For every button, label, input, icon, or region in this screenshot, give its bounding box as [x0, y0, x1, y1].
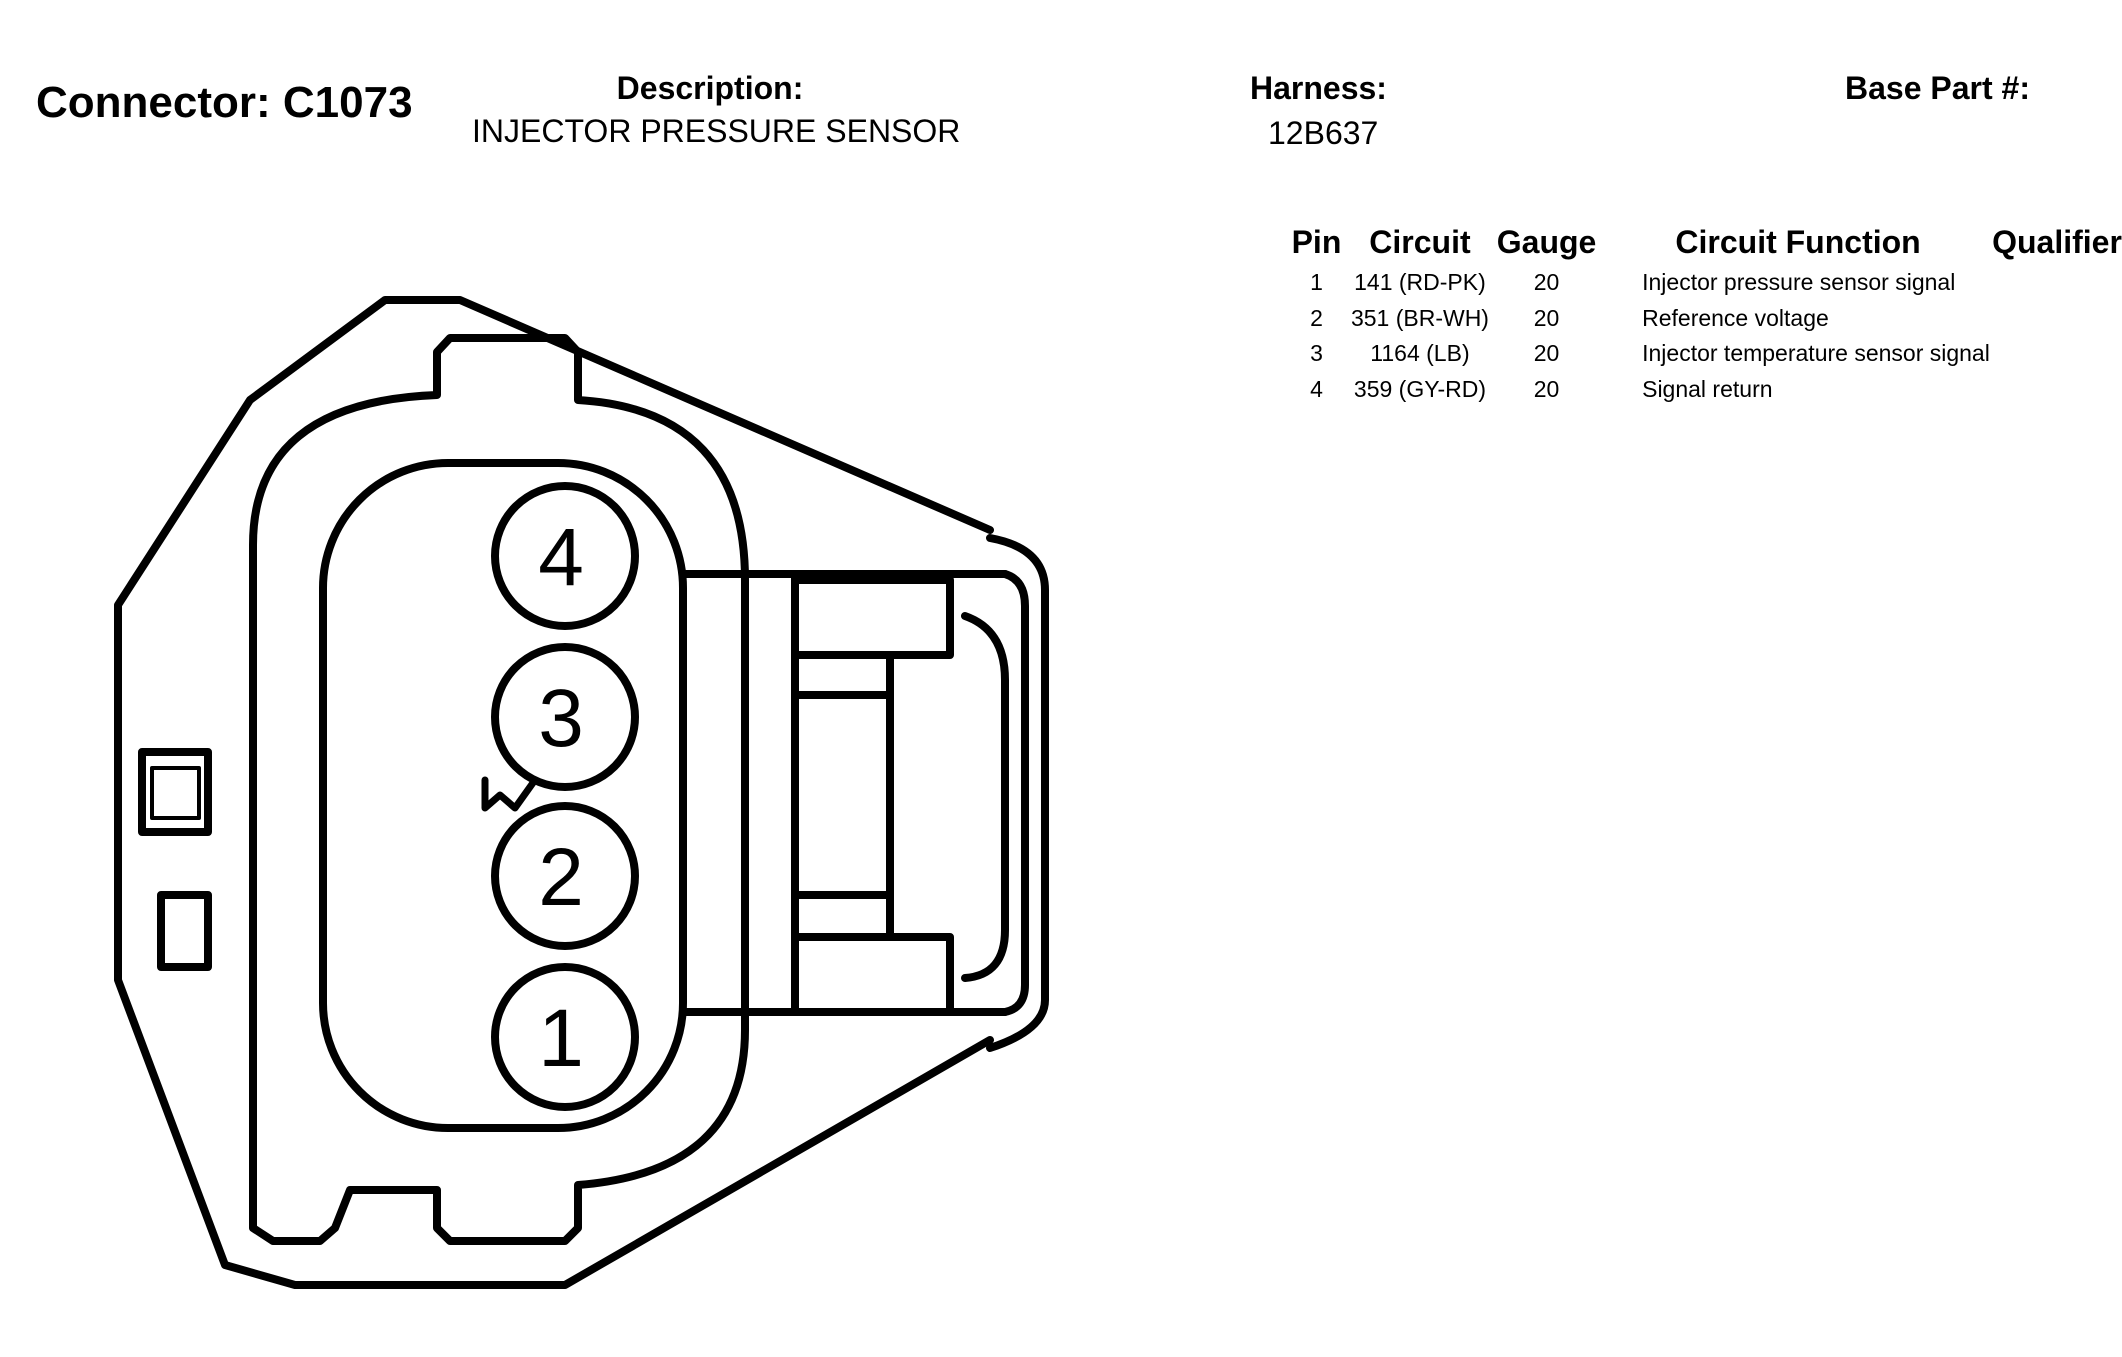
header-circuit-function: Circuit Function	[1675, 223, 1921, 260]
lock-tab-top-inner	[150, 766, 201, 820]
connector-inner-contour	[249, 334, 749, 1245]
table-row: 1 141 (RD-PK) 20 Injector pressure senso…	[1282, 265, 2122, 301]
pin-label-1: 1	[538, 993, 584, 1084]
function-cell: Injector temperature sensor signal	[1642, 340, 1990, 367]
pin-circles	[491, 482, 639, 1111]
pin-cell: 3	[1310, 340, 1323, 367]
latch-bottom-block	[791, 933, 954, 1016]
latch-middle-block	[791, 691, 894, 899]
pinout-table: Pin Circuit Gauge Circuit Function Quali…	[1282, 219, 2122, 407]
pin-cell: 2	[1310, 304, 1323, 331]
header-qualifier: Qualifier	[1992, 223, 2122, 260]
latch-top-block	[791, 576, 954, 659]
header-circuit: Circuit	[1369, 223, 1471, 260]
circuit-cell: 351 (BR-WH)	[1350, 304, 1489, 331]
function-cell: Reference voltage	[1642, 304, 1829, 331]
latch-arm	[961, 612, 1009, 982]
latch-outer-bracket	[986, 534, 1049, 1052]
circuit-cell: 141 (RD-PK)	[1354, 269, 1486, 296]
pin-cell: 4	[1310, 375, 1323, 402]
lock-tab-top	[138, 748, 212, 836]
table-row: 2 351 (BR-WH) 20 Reference voltage	[1282, 301, 2122, 337]
description-value: INJECTOR PRESSURE SENSOR	[472, 113, 961, 149]
harness-label: Harness:	[1250, 70, 1387, 106]
gauge-cell: 20	[1533, 304, 1560, 331]
pin-label-2: 2	[538, 832, 584, 923]
connector-outer-housing	[114, 296, 994, 1289]
function-cell: Injector pressure sensor signal	[1642, 269, 1956, 296]
description-label: Description:	[616, 70, 804, 106]
pin-circle-3	[491, 643, 639, 791]
pinout-table-header: Pin Circuit Gauge Circuit Function Quali…	[1282, 219, 2122, 265]
gauge-cell: 20	[1533, 340, 1560, 367]
gauge-cell: 20	[1533, 269, 1560, 296]
circuit-cell: 359 (GY-RD)	[1353, 375, 1486, 402]
pin-label-3: 3	[538, 673, 584, 764]
gauge-cell: 20	[1533, 375, 1560, 402]
pin-label-4: 4	[538, 512, 584, 603]
table-row: 4 359 (GY-RD) 20 Signal return	[1282, 372, 2122, 408]
table-row: 3 1164 (LB) 20 Injector temperature sens…	[1282, 336, 2122, 372]
pin-cavity	[319, 459, 687, 1132]
connector-face-diagram: 4 3 2 1	[114, 296, 1049, 1289]
connector-title: Connector: C1073	[36, 78, 413, 127]
header-gauge: Gauge	[1496, 223, 1597, 260]
qualifier-cell	[1992, 265, 2122, 301]
pin-circle-4	[491, 482, 639, 630]
lock-tab-bottom	[157, 891, 212, 971]
harness-value: 12B637	[1268, 115, 1379, 151]
qualifier-cell	[1992, 301, 2122, 337]
qualifier-cell	[1992, 372, 2122, 408]
base-part-label: Base Part #:	[1845, 70, 2030, 106]
pin-circle-2	[491, 802, 639, 950]
function-cell: Signal return	[1642, 375, 1773, 402]
qualifier-cell	[1992, 336, 2122, 372]
circuit-cell: 1164 (LB)	[1370, 340, 1470, 367]
cavity-marker-glyph	[481, 776, 539, 812]
header-pin: Pin	[1291, 223, 1342, 260]
pin-cell: 1	[1310, 269, 1323, 296]
pin-circle-1	[491, 963, 639, 1111]
latch-bracket-inner	[1001, 570, 1029, 1016]
